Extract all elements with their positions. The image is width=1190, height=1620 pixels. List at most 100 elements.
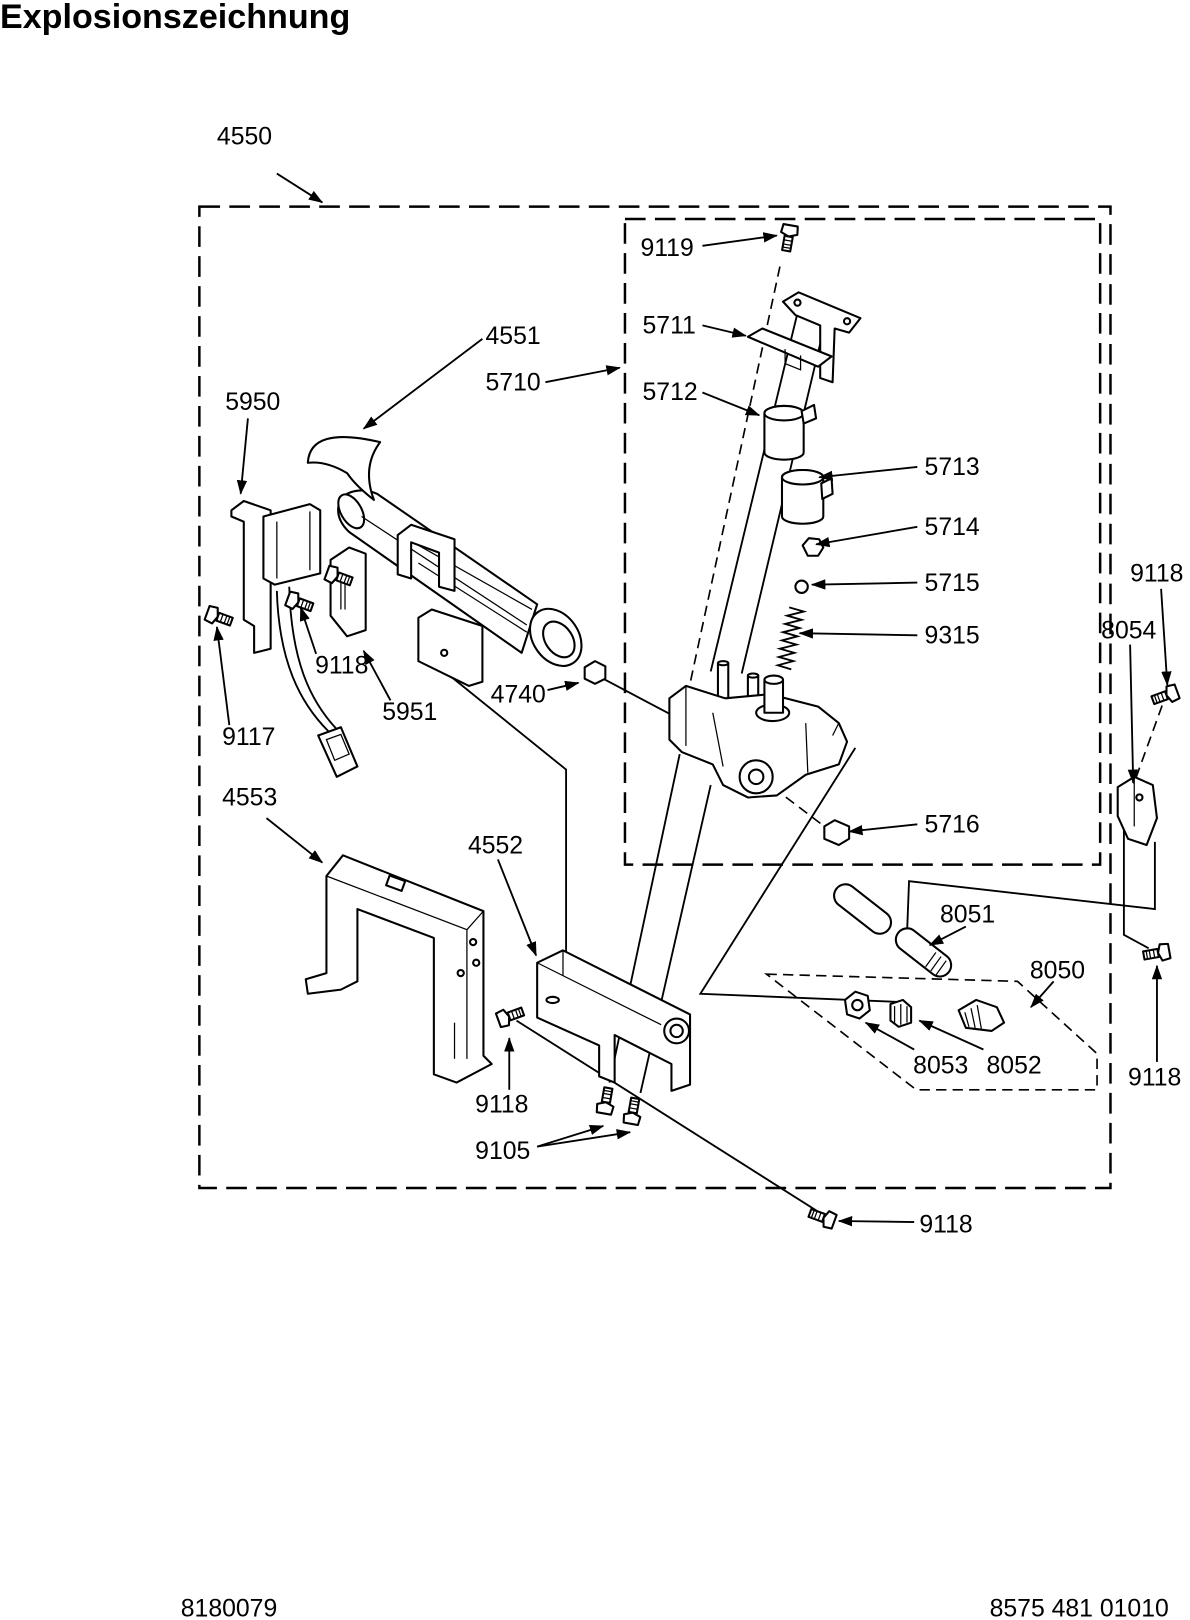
connection-line-valve-to-fittings bbox=[698, 747, 901, 1003]
callout-8052: 8052 bbox=[987, 1052, 1042, 1079]
part-5950-bracket bbox=[230, 499, 272, 654]
leader-arrow-8053 bbox=[864, 1021, 915, 1051]
part-4551-hood bbox=[306, 436, 382, 502]
callout-9119: 9119 bbox=[640, 235, 693, 262]
leader-arrow-9105-b bbox=[537, 1129, 632, 1148]
leader-arrow-5714 bbox=[815, 525, 918, 548]
assembly-4550-boundary bbox=[198, 205, 1112, 1190]
valve-pin-top bbox=[746, 672, 760, 679]
bracket-loop-inner bbox=[669, 1023, 684, 1039]
connection-line-bracket-to-screw bbox=[516, 1019, 827, 1218]
tube-threads bbox=[925, 952, 947, 976]
fitting-threads bbox=[893, 1004, 908, 1025]
leader-arrow-9118-top-right bbox=[1160, 588, 1172, 686]
igniter-assembly-5950 bbox=[230, 499, 367, 778]
leader-arrow-9118-bottom bbox=[837, 1216, 915, 1227]
bracket-outline bbox=[304, 854, 493, 1084]
screw-9118-bottom bbox=[806, 1204, 839, 1231]
callout-8051: 8051 bbox=[940, 901, 995, 928]
bracket-hole bbox=[545, 995, 560, 1005]
bracket-hole bbox=[793, 298, 802, 307]
callout-9315: 9315 bbox=[925, 623, 980, 650]
connection-line-bracket-to-screw-right bbox=[1122, 816, 1150, 950]
stem-top-bracket bbox=[781, 291, 862, 384]
part-5951-plate bbox=[329, 546, 367, 638]
connection-line-bracket-to-tube bbox=[906, 841, 1156, 935]
igniter-wire bbox=[275, 590, 330, 733]
nut-bore bbox=[851, 998, 864, 1012]
leader-arrow-8054 bbox=[1127, 644, 1139, 785]
connection-line-nut-to-valve bbox=[598, 675, 672, 716]
leader-arrow-5950 bbox=[236, 418, 249, 495]
leader-arrow-5716 bbox=[848, 823, 918, 836]
tube-segment-threaded bbox=[894, 927, 953, 978]
valve-body-details bbox=[685, 685, 840, 773]
leader-arrow-5951 bbox=[362, 649, 392, 701]
valve-body bbox=[668, 684, 849, 799]
leader-arrow-5712 bbox=[702, 391, 761, 417]
screw-9118-left bbox=[283, 589, 316, 617]
igniter-wire bbox=[288, 586, 338, 730]
bracket-hole bbox=[842, 317, 852, 326]
leader-arrow-9105-a bbox=[536, 1125, 605, 1148]
callout-5951: 5951 bbox=[382, 699, 437, 726]
elbow-fitting bbox=[957, 998, 1006, 1032]
callout-labels: 4550 4551 5710 5950 9119 5711 5712 5713 … bbox=[217, 124, 1183, 1239]
bracket-edges bbox=[326, 875, 484, 1059]
callout-4552: 4552 bbox=[468, 832, 523, 859]
screw-9105-a bbox=[594, 1085, 618, 1116]
pipe-upper-plate bbox=[396, 523, 456, 592]
part-9315-spring bbox=[774, 606, 808, 671]
coil-details bbox=[276, 511, 311, 579]
leader-arrow-4552 bbox=[497, 859, 537, 957]
connector-detail bbox=[325, 733, 350, 762]
fittings-group-8050 bbox=[843, 990, 1006, 1032]
clip-tab bbox=[784, 349, 802, 371]
elbow-threads bbox=[964, 1005, 982, 1029]
part-4740-nut bbox=[583, 660, 607, 685]
bracket-hole bbox=[472, 958, 481, 967]
screw-9105-b bbox=[621, 1095, 645, 1127]
leader-arrow-5711 bbox=[702, 324, 747, 338]
callout-5716: 5716 bbox=[925, 812, 980, 839]
cylinder-top bbox=[780, 468, 825, 486]
callout-4551: 4551 bbox=[486, 323, 541, 350]
bracket-hole bbox=[1135, 793, 1144, 802]
leader-arrow-9315 bbox=[798, 628, 918, 639]
bracket-hole bbox=[468, 937, 478, 947]
callout-9105: 9105 bbox=[475, 1138, 530, 1165]
leader-arrow-4551 bbox=[362, 338, 483, 430]
bracket-hole bbox=[456, 968, 465, 978]
connection-line-plate-to-bracket bbox=[431, 660, 568, 956]
callout-5714: 5714 bbox=[925, 514, 980, 541]
bracket-outline bbox=[536, 949, 692, 1092]
pipe-end bbox=[337, 493, 366, 530]
leader-arrow-4740 bbox=[547, 680, 580, 691]
callout-5713: 5713 bbox=[925, 454, 980, 481]
pipe-assembly-4551 bbox=[306, 436, 607, 687]
callout-9118-left: 9118 bbox=[315, 653, 368, 680]
callout-9118-center: 9118 bbox=[475, 1092, 528, 1119]
valve-stem-assembly bbox=[668, 291, 862, 847]
callout-8054: 8054 bbox=[1101, 617, 1156, 644]
leader-arrow-4553 bbox=[265, 817, 324, 864]
screw-9117 bbox=[203, 604, 236, 631]
bracket-edges bbox=[536, 950, 662, 1026]
screw-9119 bbox=[776, 222, 800, 254]
callout-5712: 5712 bbox=[643, 379, 698, 406]
callout-9118-bottom-right: 9118 bbox=[1128, 1065, 1181, 1092]
callout-4740: 4740 bbox=[491, 681, 546, 708]
leader-arrow-9118-left bbox=[299, 606, 317, 655]
page-title: Explosionszeichnung bbox=[0, 0, 350, 36]
callout-9118-top-right: 9118 bbox=[1130, 561, 1183, 588]
callout-4550: 4550 bbox=[217, 124, 272, 151]
callout-8050: 8050 bbox=[1030, 957, 1085, 984]
leader-arrow-5710 bbox=[545, 365, 621, 384]
valve-stem-top bbox=[763, 674, 785, 685]
wire-connector bbox=[317, 726, 359, 778]
cylinder-tab bbox=[800, 403, 818, 425]
part-5714-nut bbox=[801, 537, 825, 557]
tube-segment bbox=[833, 883, 893, 935]
callout-5711: 5711 bbox=[643, 313, 696, 340]
valve-port-inner bbox=[747, 768, 765, 786]
